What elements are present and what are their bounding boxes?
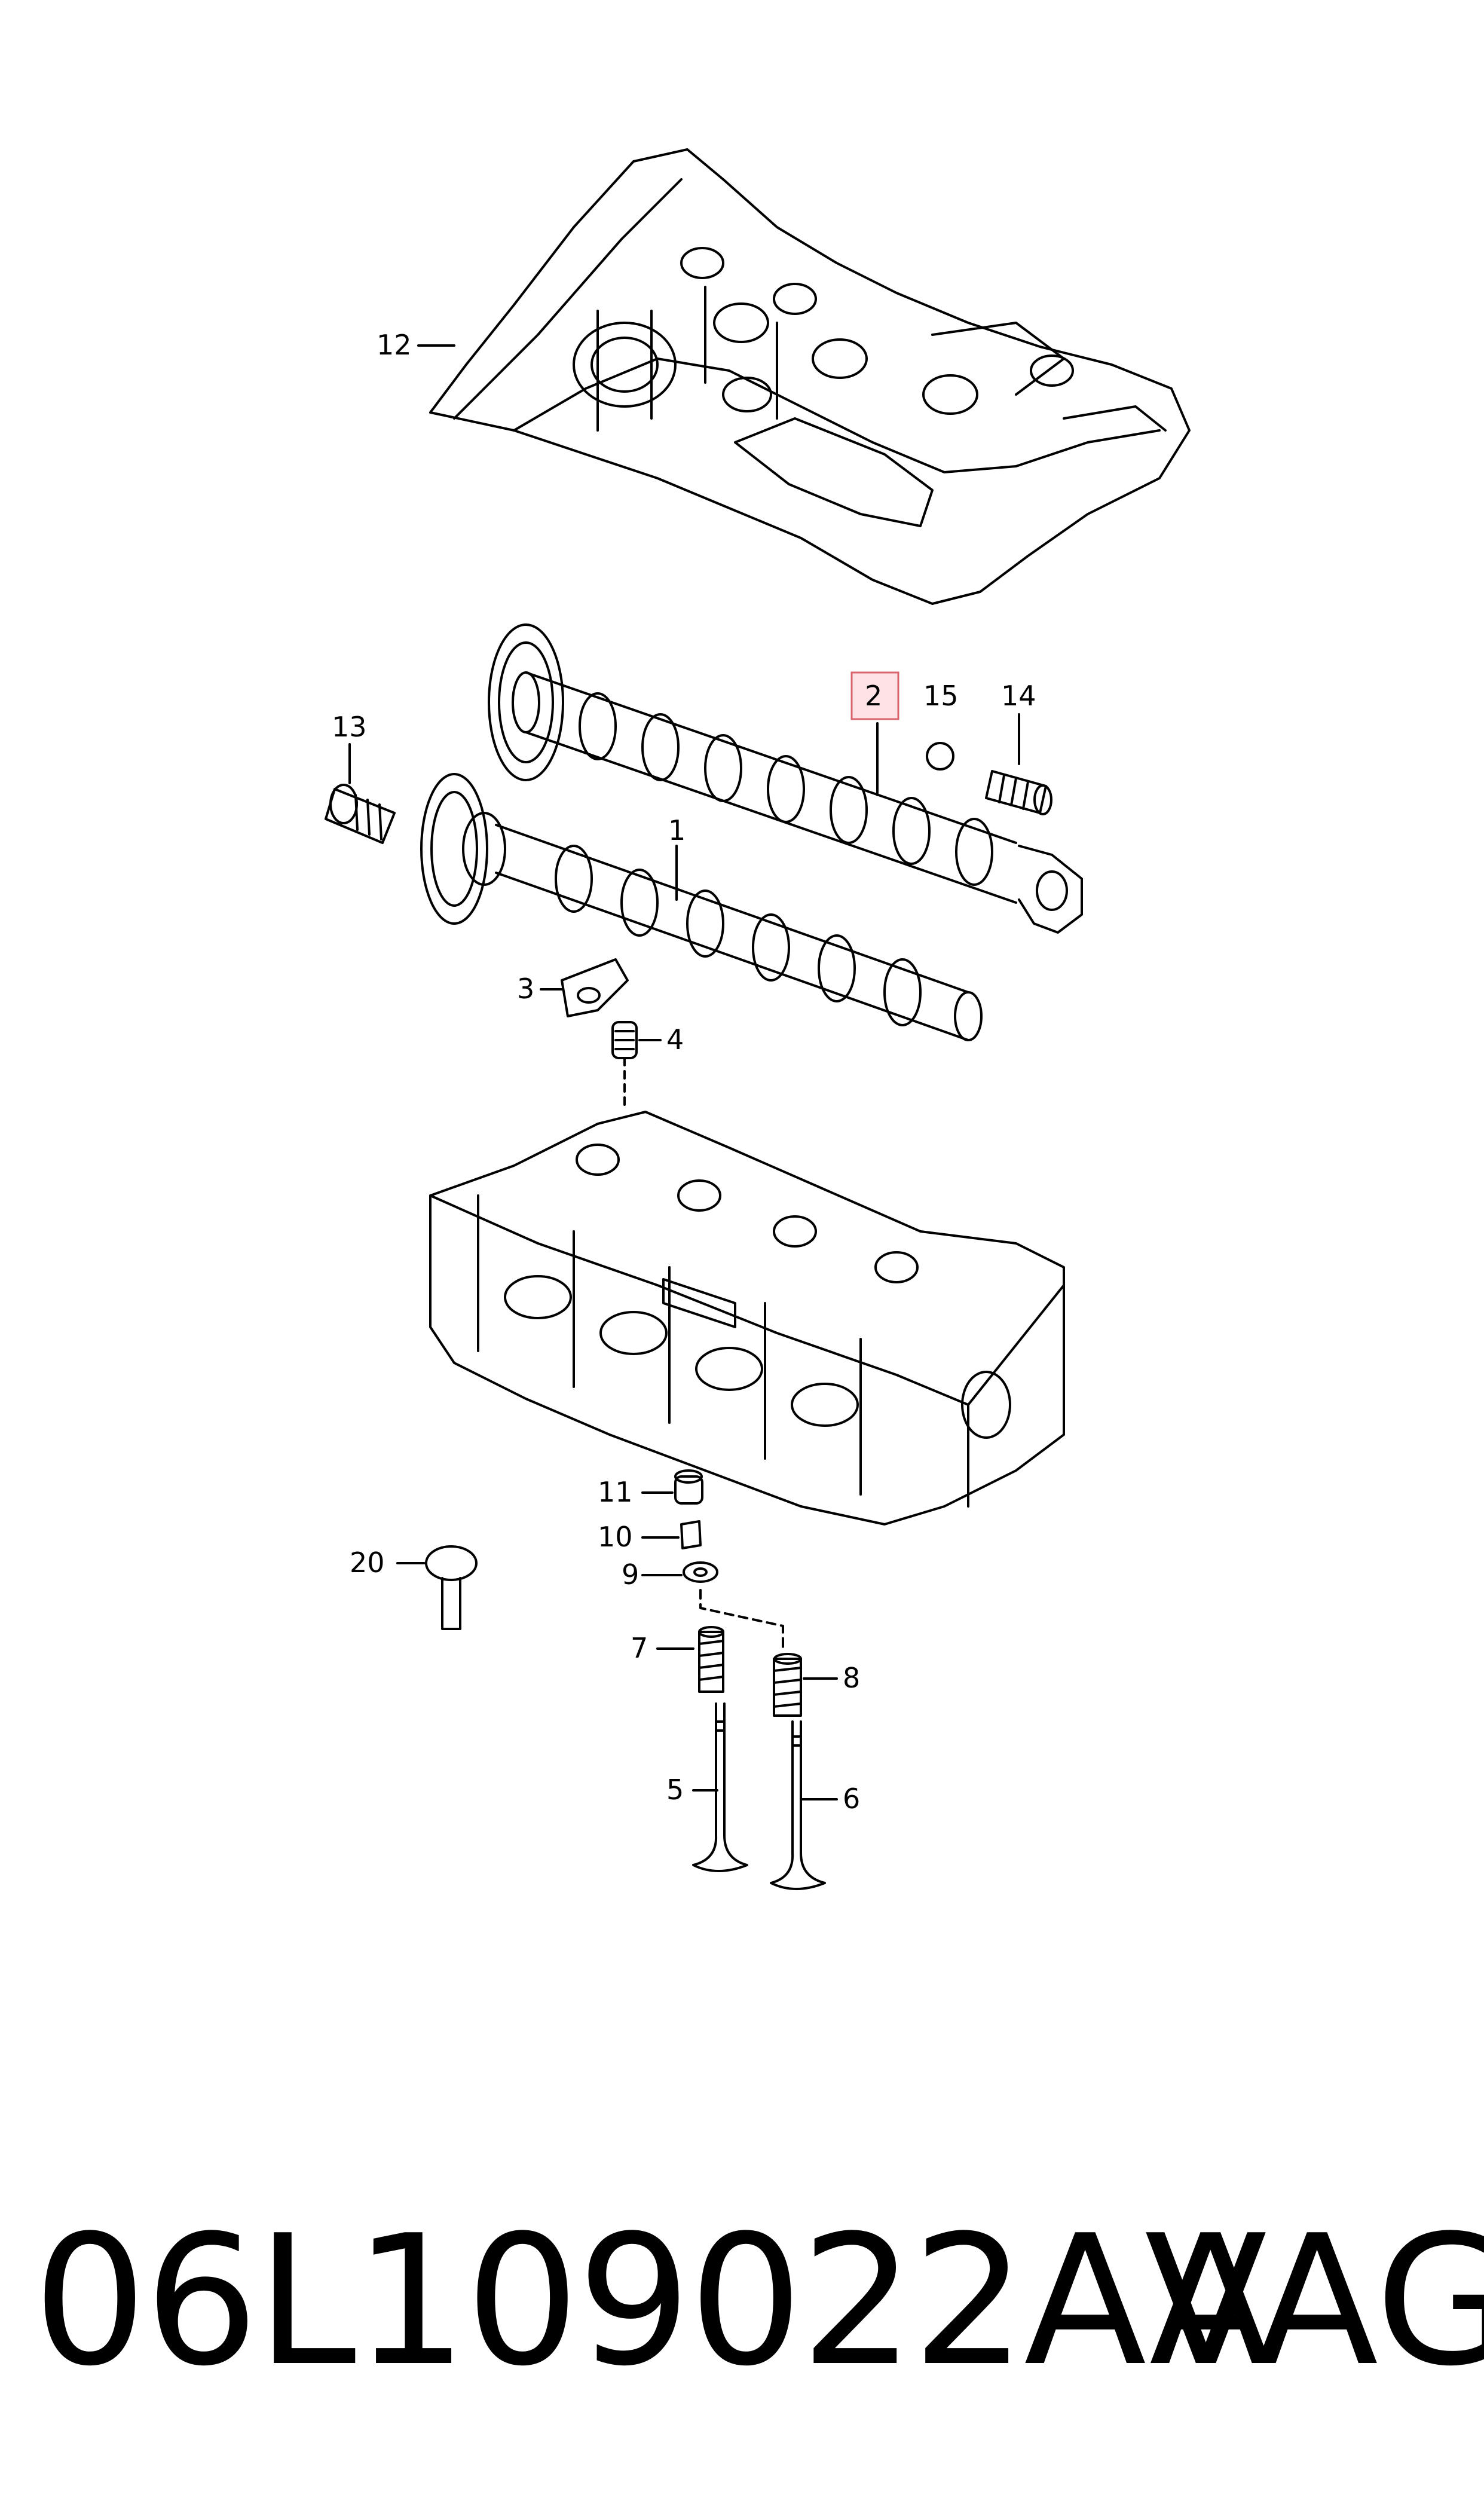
bolt-part-20 <box>425 1545 478 1630</box>
plug-part-15 <box>926 742 954 771</box>
callout-1: 1 <box>668 814 686 846</box>
callout-10: 10 <box>598 1521 633 1553</box>
valve-spring-part-7 <box>698 1626 724 1693</box>
callout-15: 15 <box>923 680 959 712</box>
callout-6: 6 <box>843 1783 860 1815</box>
callout-14: 14 <box>1001 680 1036 712</box>
spring-part-13 <box>325 784 396 844</box>
camshaft-upper <box>488 623 1083 934</box>
callout-2: 2 <box>865 680 882 712</box>
highlight-box-callout-2 <box>850 671 899 720</box>
adjuster-part-4 <box>611 1021 638 1059</box>
retainer-part-9 <box>683 1561 718 1583</box>
callout-4: 4 <box>666 1023 684 1056</box>
callout-7: 7 <box>631 1632 648 1664</box>
callout-8: 8 <box>843 1662 860 1694</box>
valve-part-6 <box>770 1720 826 1890</box>
callout-9: 9 <box>622 1558 639 1591</box>
camshaft-lower <box>420 773 983 1041</box>
brand-name: VAG <box>1145 2197 1484 2405</box>
rocker-part-3 <box>561 958 629 1017</box>
valve-seal-part-11 <box>674 1469 703 1505</box>
valve-part-5 <box>692 1702 748 1872</box>
callout-5: 5 <box>666 1774 684 1806</box>
cylinder-head-cover <box>429 148 1191 605</box>
cylinder-head <box>429 1111 1065 1526</box>
valve-spring-part-8 <box>773 1653 802 1717</box>
callout-3: 3 <box>517 973 534 1005</box>
exploded-parts-diagram: 12 2 15 14 13 1 3 4 11 10 20 9 7 8 5 6 <box>325 148 1191 1890</box>
cotter-part-10 <box>680 1520 702 1549</box>
callout-13: 13 <box>332 711 367 743</box>
callout-20: 20 <box>350 1546 385 1579</box>
spring-part-14 <box>985 770 1052 815</box>
part-number: 06L109022AA <box>33 2197 1272 2405</box>
callout-12: 12 <box>377 329 412 361</box>
callout-11: 11 <box>598 1476 633 1508</box>
